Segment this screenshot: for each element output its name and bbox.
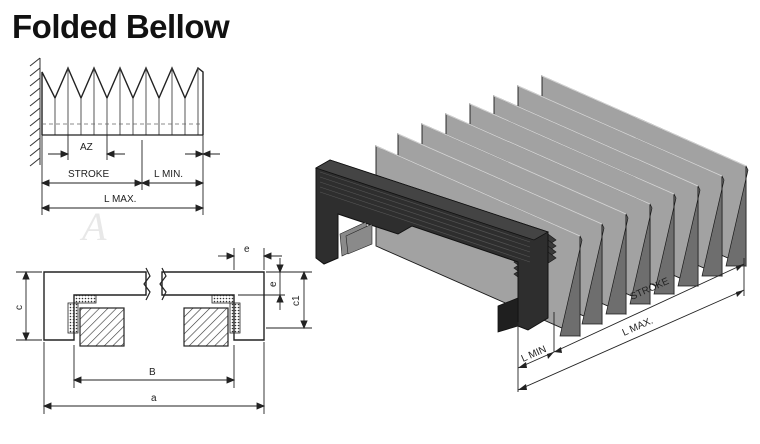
az-label: AZ	[80, 142, 93, 153]
a-label: a	[151, 393, 157, 404]
lmax-dimension	[40, 204, 205, 212]
page-title: Folded Bellow	[12, 8, 230, 45]
c-dimension	[16, 270, 42, 342]
b-dimension	[72, 345, 236, 388]
lmax-label: L MAX.	[104, 194, 136, 205]
inner-pleats	[339, 221, 373, 257]
section-view: e e c1 c	[14, 244, 312, 414]
fold-end	[559, 235, 583, 337]
fold-crest	[375, 145, 581, 237]
seal-left	[73, 294, 97, 304]
iso-lmin-label: L MIN	[520, 344, 549, 365]
fold-zigzag	[41, 66, 204, 135]
lmin-end-arrow	[185, 135, 220, 215]
e-top-label: e	[244, 244, 250, 255]
az-dimension	[48, 135, 125, 160]
fold-end	[581, 223, 605, 325]
fold-crest	[493, 95, 699, 187]
e-side-label: e	[268, 281, 279, 287]
fold-end	[701, 175, 725, 277]
end-frame	[315, 159, 549, 331]
fold-end	[605, 213, 629, 315]
fold-crest	[517, 85, 723, 177]
fold-crest	[469, 103, 675, 195]
e-top-dimension	[218, 248, 282, 270]
break-symbol	[143, 267, 151, 301]
b-label: B	[149, 367, 156, 378]
fold-crest	[421, 123, 627, 215]
fold-end	[653, 193, 677, 295]
stroke-lmin-dimension	[40, 135, 205, 215]
fold-end	[629, 203, 653, 305]
wall-hatch	[29, 57, 41, 167]
iso-view: STROKE L MAX. L MIN	[315, 75, 749, 392]
lmin-label: L MIN.	[154, 169, 183, 180]
c-label: c	[14, 305, 25, 310]
guide-rail-left	[79, 307, 125, 347]
watermark-letter: A	[79, 204, 107, 249]
fold-crest	[397, 133, 603, 225]
a-dimension	[42, 342, 266, 414]
top-view: AZ STROKE L MIN. L MAX.	[29, 57, 220, 215]
c1-label: c1	[291, 295, 302, 306]
e-side-c1-dimension	[238, 258, 312, 330]
fold-end	[677, 185, 701, 287]
fold-crest	[541, 75, 747, 167]
fold-crest	[445, 113, 651, 205]
stroke-label: STROKE	[68, 169, 109, 180]
seal-right	[211, 294, 235, 304]
guide-rail-right	[183, 307, 229, 347]
fold-end	[725, 165, 749, 267]
